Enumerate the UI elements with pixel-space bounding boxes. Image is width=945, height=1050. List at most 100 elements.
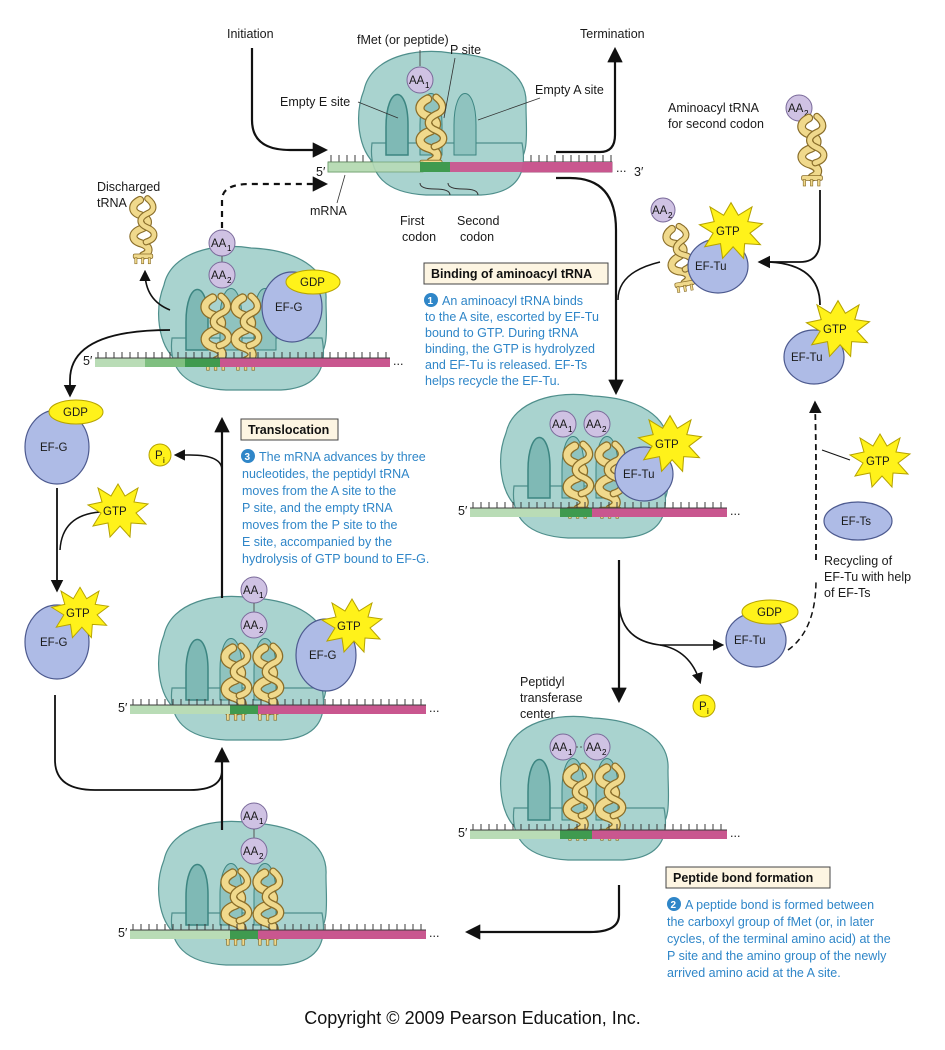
translocation-title-box <box>240 418 339 441</box>
svg-text:GTP: GTP <box>823 324 847 336</box>
svg-text:GTP: GTP <box>337 621 361 633</box>
mrna-strand-bottom <box>130 924 426 939</box>
svg-text:AA: AA <box>586 419 602 431</box>
gtp-free-label: GTP <box>866 456 890 468</box>
recycling-label-1: Recycling of <box>824 554 893 568</box>
svg-text:GDP: GDP <box>757 607 782 619</box>
aa1-label-top: AA <box>409 75 425 87</box>
first-codon-label-2: codon <box>402 230 436 244</box>
svg-text:2: 2 <box>259 626 264 635</box>
peptidyl-label-2: transferase <box>520 691 583 705</box>
translocation-line-6: E site, accompanied by the <box>242 535 392 549</box>
diagram-canvas: AA 1 Initiation Termination fMet (or pep… <box>24 27 911 980</box>
svg-text:2: 2 <box>668 211 673 220</box>
second-codon-label-2: codon <box>460 230 494 244</box>
second-codon-label-1: Second <box>457 214 499 228</box>
svg-text:GTP: GTP <box>66 608 90 620</box>
svg-text:GDP: GDP <box>63 407 88 419</box>
discharged-trna-label-2: tRNA <box>97 196 128 210</box>
aminoacyl-trna-label-2: for second codon <box>668 117 764 131</box>
step1-badge <box>424 293 438 307</box>
svg-text:2: 2 <box>602 748 607 757</box>
peptidyl-label-3: center <box>520 707 555 721</box>
mrna-strand-translocation <box>130 699 426 714</box>
translocation-line-4: P site, and the empty tRNA <box>242 501 393 515</box>
binding-title-box <box>423 262 609 285</box>
ef-tu-bound <box>614 446 674 502</box>
svg-text:...: ... <box>393 354 403 368</box>
svg-text:AA: AA <box>243 585 259 597</box>
first-codon-label-1: First <box>400 214 425 228</box>
svg-text:1: 1 <box>259 591 264 600</box>
svg-text:5′: 5′ <box>458 826 468 840</box>
svg-text:...: ... <box>429 701 439 715</box>
peptide-title: Peptide bond formation <box>673 871 813 885</box>
binding-line-5: and EF-Tu is released. EF-Ts <box>425 358 587 372</box>
aminoacyl-trna-label-1: Aminoacyl tRNA <box>668 101 760 115</box>
peptide-line-5: arrived amino acid at the A site. <box>667 966 841 980</box>
svg-text:EF-G: EF-G <box>40 442 68 454</box>
translocation-line-1: The mRNA advances by three <box>259 450 426 464</box>
discharged-trna <box>133 199 154 264</box>
svg-text:AA: AA <box>552 419 568 431</box>
five-prime-top: 5′ <box>316 165 326 179</box>
empty-e-site-label: Empty E site <box>280 95 350 109</box>
ef-tu-gtp-recycled: EF-Tu GTP <box>783 300 871 385</box>
pi-right <box>692 694 716 718</box>
svg-text:5′: 5′ <box>83 354 93 368</box>
svg-text:AA: AA <box>243 811 259 823</box>
recycling-label-2: EF-Tu with help <box>824 570 911 584</box>
peptide-line-3: cycles, of the terminal amino acid) at t… <box>667 932 891 946</box>
mrna-label: mRNA <box>310 204 347 218</box>
step1-number: 1 <box>428 296 434 307</box>
peptide-line-2: the carboxyl group of fMet (or, in later <box>667 915 874 929</box>
svg-text:P: P <box>699 701 707 713</box>
svg-text:P: P <box>155 450 163 462</box>
binding-line-2: to the A site, escorted by EF-Tu <box>425 310 599 324</box>
fmet-label: fMet (or peptide) <box>357 33 449 47</box>
five-prime-binding: 5′ <box>458 504 468 518</box>
svg-text:EF-Tu: EF-Tu <box>791 352 823 364</box>
ribosome-after-peptide <box>157 820 328 966</box>
svg-text:GDP: GDP <box>300 277 325 289</box>
binding-line-1: An aminoacyl tRNA binds <box>442 294 583 308</box>
svg-text:...: ... <box>429 926 439 940</box>
svg-text:EF-G: EF-G <box>275 302 303 314</box>
svg-text:AA: AA <box>211 238 227 250</box>
svg-text:GTP: GTP <box>716 226 740 238</box>
svg-text:EF-G: EF-G <box>40 637 68 649</box>
binding-line-4: binding, the GTP is hydrolyzed <box>425 342 595 356</box>
step2-number: 2 <box>671 900 677 911</box>
svg-text:AA: AA <box>552 742 568 754</box>
trna-free <box>802 116 824 186</box>
three-prime-top: 3′ <box>634 165 644 179</box>
svg-text:EF-Tu: EF-Tu <box>695 261 727 273</box>
binding-title: Binding of aminoacyl tRNA <box>431 267 592 281</box>
svg-text:1: 1 <box>568 748 573 757</box>
svg-text:5′: 5′ <box>118 701 128 715</box>
svg-text:AA: AA <box>243 846 259 858</box>
aa2-sub-free: 2 <box>804 109 809 118</box>
mrna-strand-peptide <box>470 824 727 839</box>
svg-text:i: i <box>707 707 709 716</box>
mrna-strand-post <box>95 352 390 367</box>
aa2-label-free: AA <box>788 103 804 115</box>
translocation-line-5: moves from the P site to the <box>242 518 397 532</box>
svg-text:AA: AA <box>243 620 259 632</box>
mrna-strand-binding <box>470 502 727 517</box>
binding-line-3: bound to GTP. During tRNA <box>425 326 579 340</box>
svg-text:GTP: GTP <box>655 439 679 451</box>
peptide-title-box <box>665 866 831 889</box>
ef-g-gtp: EF-G GTP <box>24 586 109 680</box>
svg-text:5′: 5′ <box>118 926 128 940</box>
recycling-label-3: of EF-Ts <box>824 586 871 600</box>
svg-text:2: 2 <box>602 425 607 434</box>
svg-text:GTP: GTP <box>103 506 127 518</box>
translocation-title: Translocation <box>248 423 329 437</box>
ef-tu-ternary-complex: AA 2 EF-Tu GTP <box>650 197 764 293</box>
ellipsis-binding: ... <box>730 504 740 518</box>
ef-ts-protein <box>823 501 893 541</box>
svg-text:EF-Tu: EF-Tu <box>734 635 766 647</box>
step3-number: 3 <box>245 452 251 463</box>
